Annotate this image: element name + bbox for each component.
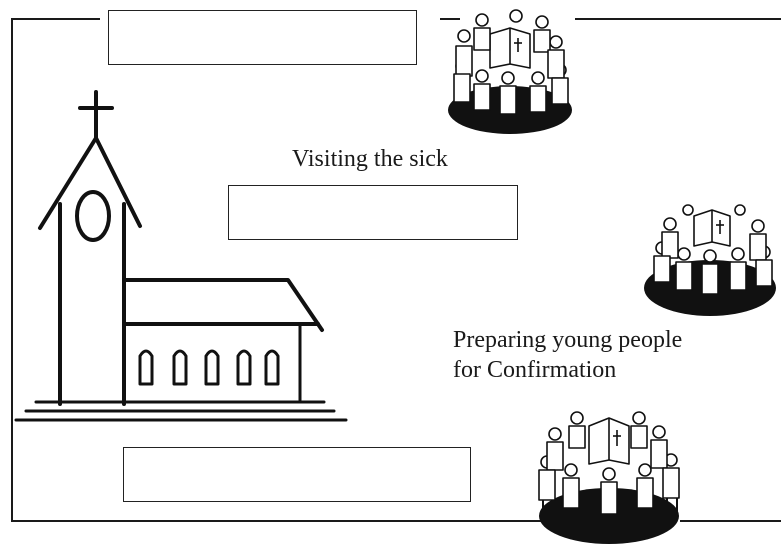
caption-preparing-for-confirmation: Preparing young people for Confirmation — [453, 325, 682, 385]
caption-visiting-the-sick: Visiting the sick — [292, 146, 448, 172]
answer-box-bottom[interactable] — [123, 447, 471, 502]
caption-preparing-line1: Preparing young people — [453, 327, 683, 353]
caption-preparing-line2: for Confirmation — [453, 357, 617, 383]
people-reading-circle-middle — [644, 204, 776, 316]
people-reading-circle-top — [448, 9, 572, 134]
answer-box-top[interactable] — [108, 10, 417, 65]
answer-box-middle[interactable] — [228, 185, 518, 240]
church-drawing — [14, 90, 348, 422]
people-reading-circle-bottom — [538, 411, 680, 544]
